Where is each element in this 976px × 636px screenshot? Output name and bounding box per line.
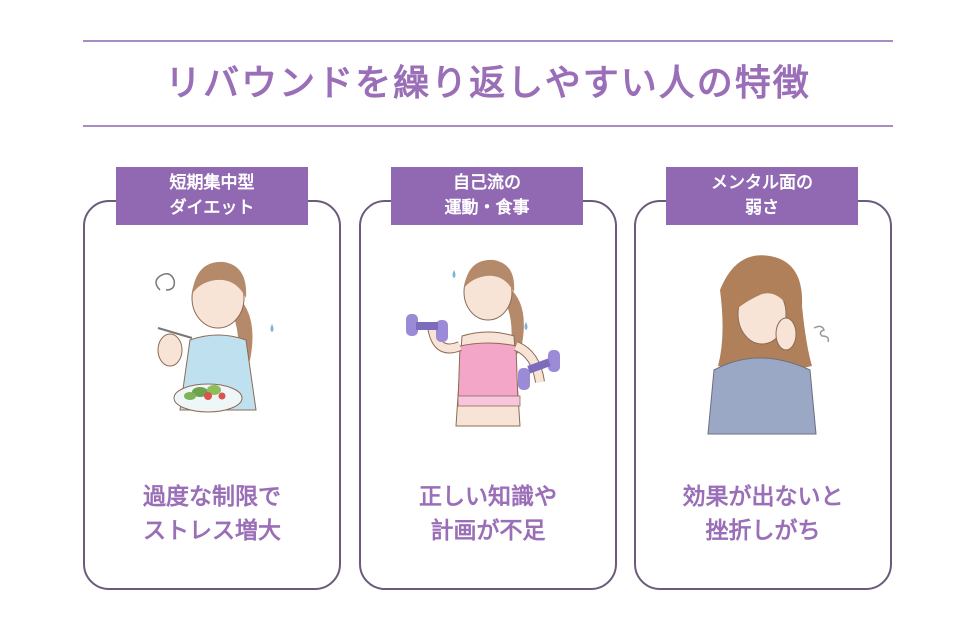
- card-caption-line2: 挫折しがち: [705, 518, 821, 544]
- title-top-rule: [83, 40, 893, 42]
- card-tag-line2: 弱さ: [745, 198, 779, 218]
- card-tag-line1: 自己流の: [453, 173, 521, 193]
- card-caption: 正しい知識や 計画が不足: [359, 480, 617, 548]
- card-tag: 自己流の 運動・食事: [391, 167, 583, 225]
- title-bottom-rule: [83, 125, 893, 127]
- card-caption-line2: 計画が不足: [430, 518, 546, 544]
- woman-eating-salad-illustration: [155, 261, 274, 413]
- card-tag: メンタル面の 弱さ: [666, 167, 858, 225]
- card-tag: 短期集中型 ダイエット: [116, 167, 308, 225]
- page-title: リバウンドを繰り返しやすい人の特徴: [165, 63, 811, 104]
- card-caption-line2: ストレス増大: [143, 518, 281, 544]
- woman-with-dumbbells-illustration: [406, 259, 560, 427]
- card-tag-line1: 短期集中型: [169, 173, 255, 193]
- card-caption-line1: 正しい知識や: [419, 484, 557, 510]
- card-caption-line1: 効果が出ないと: [682, 484, 844, 510]
- card-tag-line2: ダイエット: [169, 198, 255, 218]
- card-caption: 効果が出ないと 挫折しがち: [634, 480, 892, 548]
- card-tag-line1: メンタル面の: [711, 173, 813, 193]
- woman-sighing-illustration: [707, 255, 830, 435]
- card-caption-line1: 過度な制限で: [143, 484, 281, 510]
- card-caption: 過度な制限で ストレス増大: [83, 480, 341, 548]
- card-tag-line2: 運動・食事: [444, 198, 530, 218]
